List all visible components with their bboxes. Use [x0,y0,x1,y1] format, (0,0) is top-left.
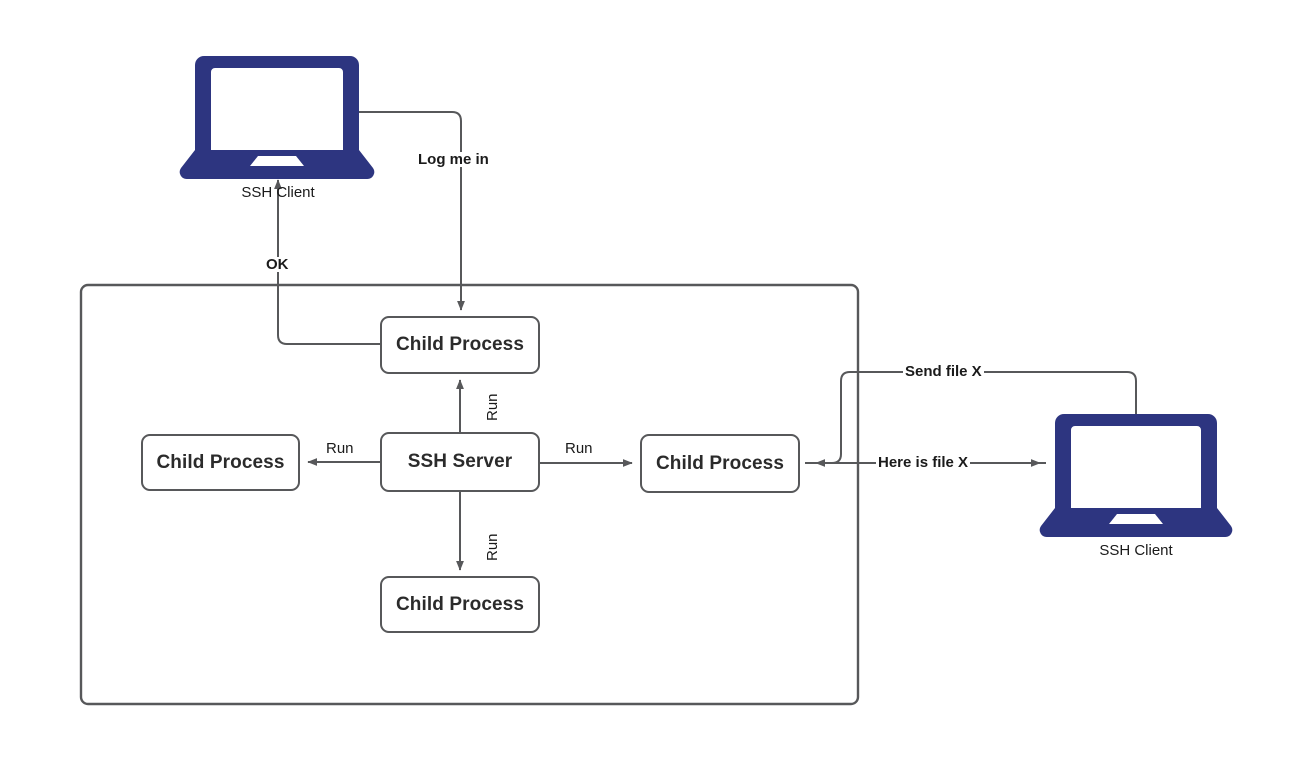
edge-label-run-up: Run [484,392,501,422]
node-label: Child Process [156,451,285,473]
node-ssh-server[interactable]: SSH Server [380,432,540,492]
caption-ssh-client-top: SSH Client [241,184,315,201]
edge-label-here-is-file-x: Here is file X [876,454,971,471]
edge-send-file-x [805,371,1137,464]
edge-label-ok: OK [264,256,291,273]
edge-log-me-in [358,111,465,311]
edge-ok [274,179,380,345]
edge-label-send-file-x: Send file X [903,363,984,380]
node-label: Child Process [395,334,524,355]
node-label: SSH Server [407,451,513,472]
node-child-process-bottom[interactable]: Child Process [380,576,540,633]
node-child-process-top[interactable]: Child Process [380,316,540,374]
node-label: Child Process [395,593,524,615]
edge-label-run-left: Run [324,440,356,457]
caption-ssh-client-right: SSH Client [1099,542,1173,559]
node-child-process-left[interactable]: Child Process [141,434,300,491]
edge-label-run-down: Run [484,532,501,562]
edge-label-run-right: Run [563,440,595,457]
ssh-server-container [79,283,860,706]
node-label: Child Process [655,452,784,474]
edge-label-log-me-in: Log me in [416,151,491,168]
laptop-icon-ssh-client-top [179,56,375,180]
laptop-icon-ssh-client-right [1039,414,1233,538]
node-child-process-right[interactable]: Child Process [640,434,800,493]
